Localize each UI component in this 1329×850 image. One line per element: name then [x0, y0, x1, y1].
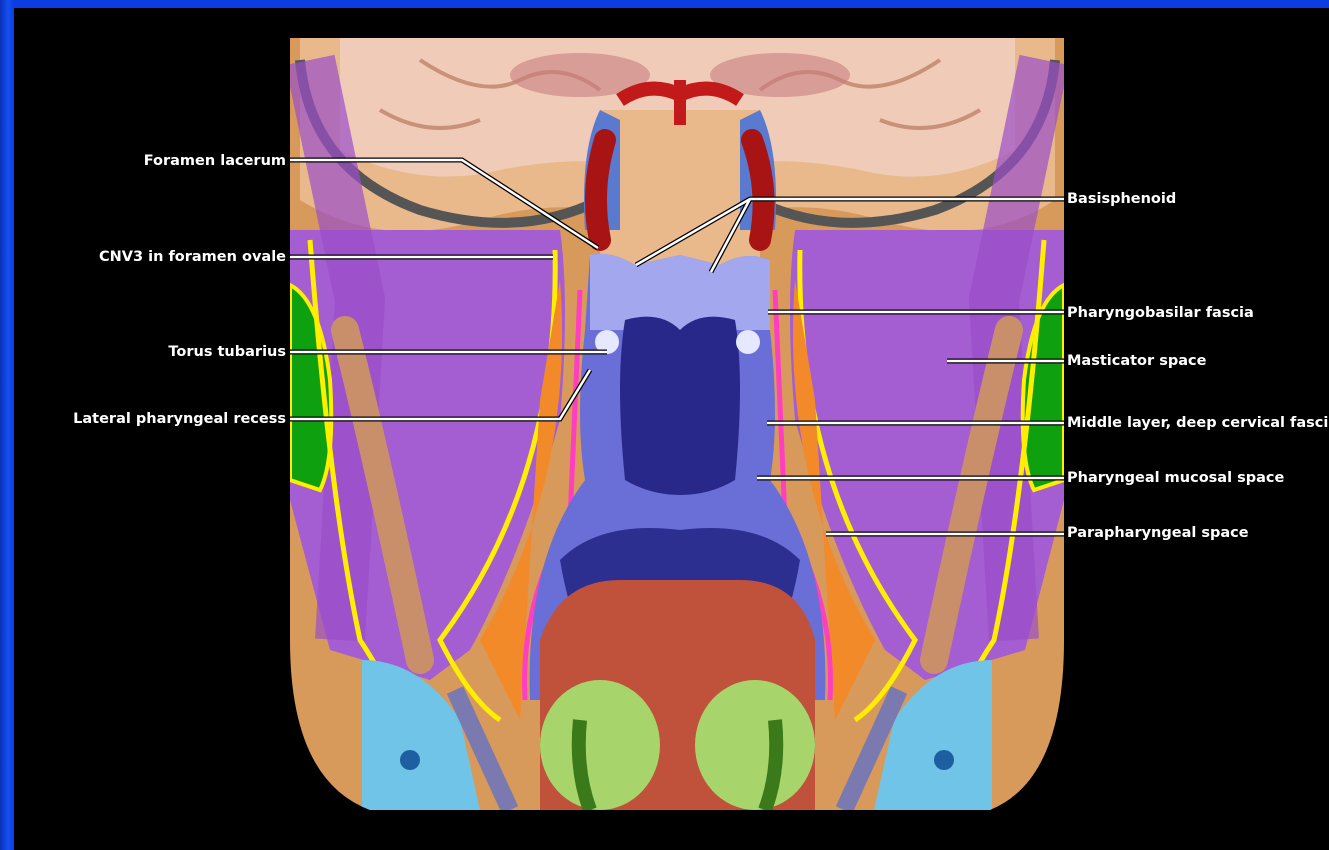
label-pharyngeal-mucosal-space: Pharyngeal mucosal space	[1067, 469, 1284, 487]
label-pharyngobasilar-fascia: Pharyngobasilar fascia	[1067, 304, 1254, 322]
label-lateral-pharyngeal-recess: Lateral pharyngeal recess	[73, 410, 286, 428]
label-basisphenoid: Basisphenoid	[1067, 190, 1176, 208]
label-cnv3-foramen-ovale: CNV3 in foramen ovale	[99, 248, 286, 266]
label-middle-layer-deep-cervical-fascia: Middle layer, deep cervical fascia	[1067, 414, 1329, 432]
label-foramen-lacerum: Foramen lacerum	[144, 152, 286, 170]
label-parapharyngeal-space: Parapharyngeal space	[1067, 524, 1249, 542]
nasopharyngeal-airway	[620, 317, 740, 495]
label-masticator-space: Masticator space	[1067, 352, 1206, 370]
label-torus-tubarius: Torus tubarius	[168, 343, 286, 361]
